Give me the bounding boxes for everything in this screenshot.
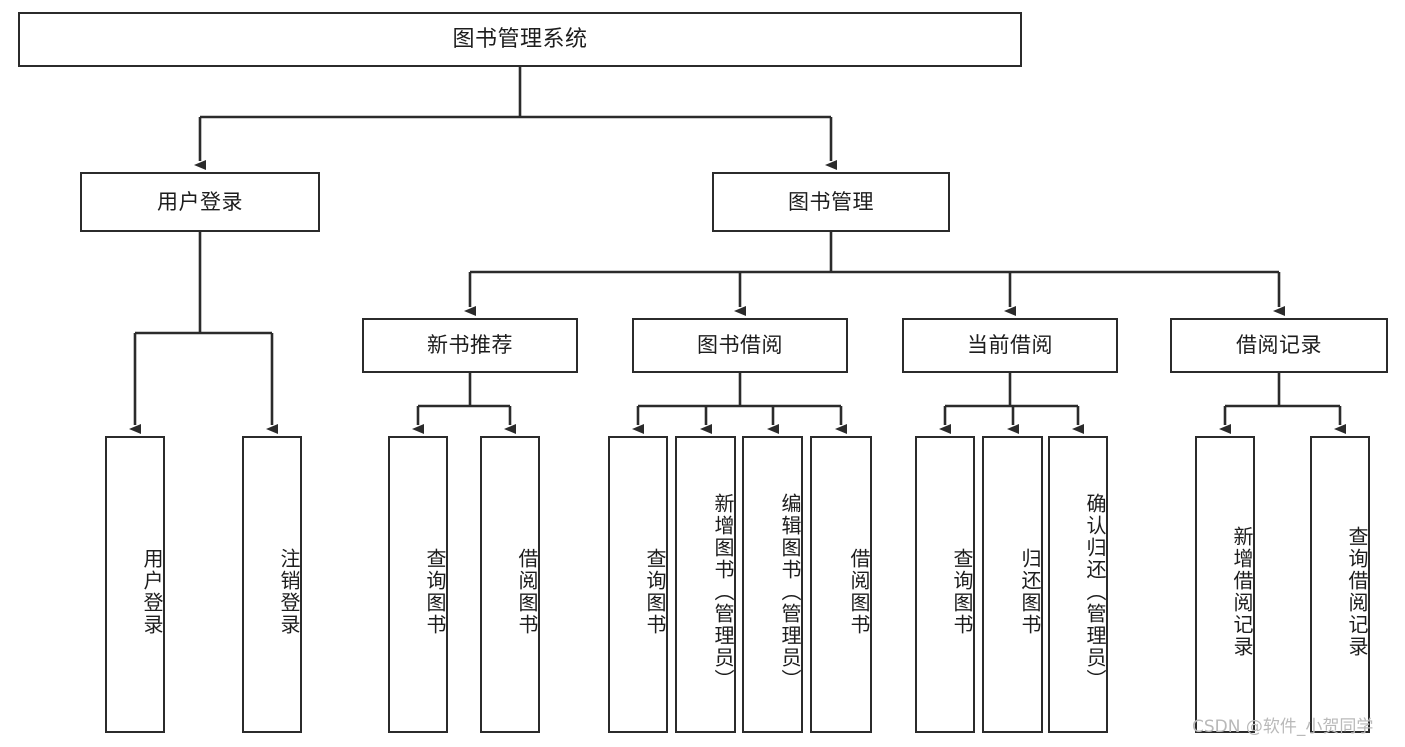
- node-label: 编辑图书（管理员）: [778, 492, 802, 691]
- node-label: 确认归还（管理员）: [1083, 492, 1107, 691]
- node-label: 注销登录: [277, 547, 301, 636]
- node-borrow-record[interactable]: 借阅记录: [1170, 318, 1388, 373]
- node-leaf-user-login[interactable]: 用户登录: [105, 436, 165, 733]
- node-leaf-logout[interactable]: 注销登录: [242, 436, 302, 733]
- node-label: 借阅记录: [1236, 333, 1322, 358]
- node-label: 新书推荐: [427, 333, 513, 358]
- node-leaf-query-book-2[interactable]: 查询图书: [608, 436, 668, 733]
- node-label: 新增图书（管理员）: [711, 492, 735, 691]
- node-leaf-add-book[interactable]: 新增图书（管理员）: [675, 436, 736, 733]
- node-leaf-return-book[interactable]: 归还图书: [982, 436, 1043, 733]
- node-label: 用户登录: [140, 547, 164, 636]
- node-label: 查询借阅记录: [1345, 525, 1369, 658]
- node-label: 当前借阅: [967, 333, 1053, 358]
- node-label: 图书管理系统: [452, 26, 588, 52]
- node-book-borrow[interactable]: 图书借阅: [632, 318, 848, 373]
- node-leaf-add-record[interactable]: 新增借阅记录: [1195, 436, 1255, 733]
- node-leaf-confirm-return[interactable]: 确认归还（管理员）: [1048, 436, 1108, 733]
- node-leaf-query-record[interactable]: 查询借阅记录: [1310, 436, 1370, 733]
- node-label: 查询图书: [423, 547, 447, 636]
- node-book-manage[interactable]: 图书管理: [712, 172, 950, 232]
- node-label: 图书管理: [788, 189, 874, 214]
- node-leaf-edit-book[interactable]: 编辑图书（管理员）: [742, 436, 803, 733]
- node-current-borrow[interactable]: 当前借阅: [902, 318, 1118, 373]
- node-leaf-borrow-book-2[interactable]: 借阅图书: [810, 436, 872, 733]
- node-label: 查询图书: [643, 547, 667, 636]
- node-label: 借阅图书: [515, 547, 539, 636]
- node-label: 用户登录: [157, 189, 243, 214]
- node-root[interactable]: 图书管理系统: [18, 12, 1022, 67]
- node-label: 借阅图书: [847, 547, 871, 636]
- node-label: 查询图书: [950, 547, 974, 636]
- node-label: 图书借阅: [697, 333, 783, 358]
- node-leaf-borrow-book-1[interactable]: 借阅图书: [480, 436, 540, 733]
- node-user-login[interactable]: 用户登录: [80, 172, 320, 232]
- node-label: 新增借阅记录: [1230, 525, 1254, 658]
- node-leaf-query-book-3[interactable]: 查询图书: [915, 436, 975, 733]
- node-leaf-query-book-1[interactable]: 查询图书: [388, 436, 448, 733]
- node-new-book-recommend[interactable]: 新书推荐: [362, 318, 578, 373]
- node-label: 归还图书: [1018, 547, 1042, 636]
